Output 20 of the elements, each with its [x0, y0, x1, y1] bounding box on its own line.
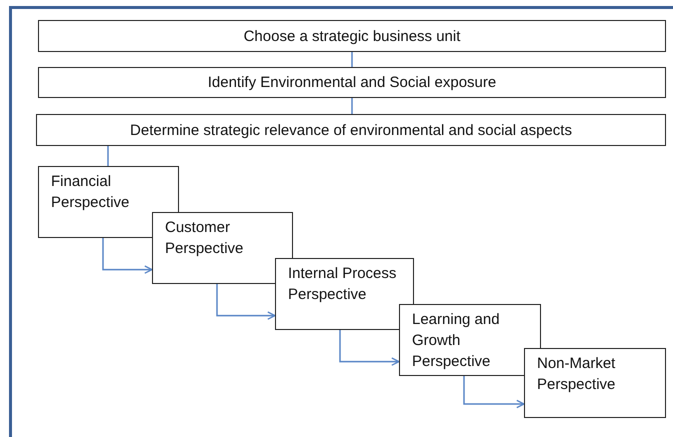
- box-label: Financial Perspective: [51, 172, 130, 213]
- connector-line: [107, 146, 109, 166]
- arrow: [216, 284, 276, 320]
- process-box: [36, 114, 666, 146]
- arrow: [463, 376, 525, 408]
- box-label: Choose a strategic business unit: [244, 26, 460, 46]
- connector-line: [351, 98, 353, 114]
- arrow: [102, 238, 153, 274]
- arrow: [339, 330, 400, 366]
- process-box: [38, 20, 666, 52]
- box-label: Non-Market Perspective: [537, 354, 616, 395]
- box-label: Identify Environmental and Social exposure: [208, 73, 496, 93]
- process-box: [38, 67, 666, 98]
- box-label: Customer Perspective: [165, 218, 244, 259]
- perspective-box: [524, 348, 666, 418]
- perspective-box: [275, 258, 414, 330]
- box-label: Learning and Growth Perspective: [412, 310, 501, 372]
- box-label: Internal Process Perspective: [288, 264, 398, 305]
- connector-line: [351, 52, 353, 67]
- box-label: Determine strategic relevance of environmental and social aspects: [130, 120, 572, 140]
